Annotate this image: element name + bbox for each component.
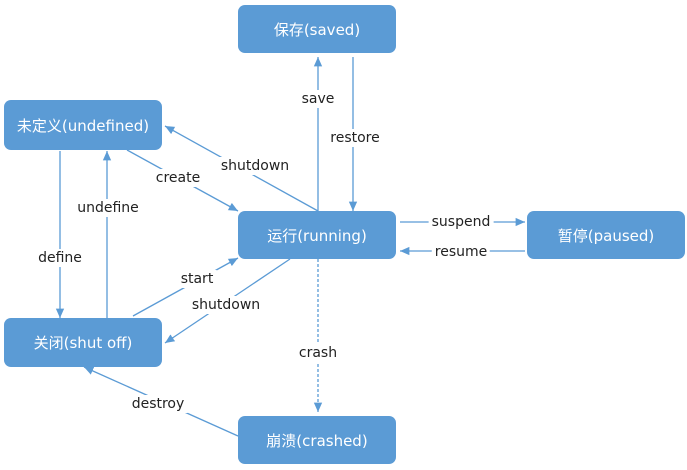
state-crashed: 崩溃(crashed) xyxy=(238,416,396,464)
state-running: 运行(running) xyxy=(238,211,396,259)
label-save: save xyxy=(298,90,338,108)
state-shutoff: 关闭(shut off) xyxy=(4,318,162,367)
label-create: create xyxy=(152,169,204,187)
label-crash: crash xyxy=(295,344,341,362)
state-paused: 暂停(paused) xyxy=(527,211,685,259)
label-define: define xyxy=(35,249,85,267)
state-undefined: 未定义(undefined) xyxy=(4,100,162,150)
label-suspend: suspend xyxy=(428,213,494,231)
label-resume: resume xyxy=(431,243,491,261)
label-undefine: undefine xyxy=(74,199,142,217)
label-restore: restore xyxy=(327,129,383,147)
label-shutdown-to-undefined: shutdown xyxy=(217,157,293,175)
state-saved: 保存(saved) xyxy=(238,5,396,53)
label-destroy: destroy xyxy=(128,395,188,413)
label-shutdown-to-shutoff: shutdown xyxy=(188,296,264,314)
label-start: start xyxy=(177,270,217,288)
